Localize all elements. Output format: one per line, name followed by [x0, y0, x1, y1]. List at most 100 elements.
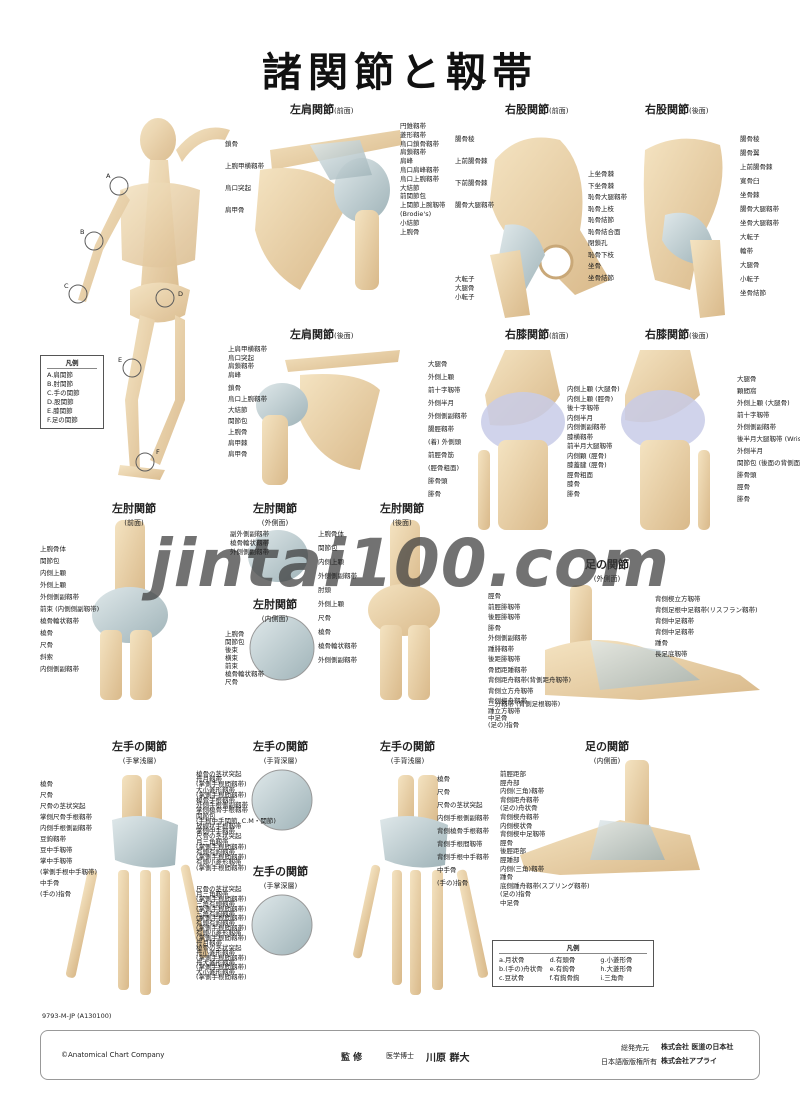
anatomy-label: 内側手根側副靱帯 — [437, 814, 489, 822]
anatomy-label: 内側上顆 — [318, 558, 344, 566]
anatomy-label: 前脛骨筋 — [428, 451, 454, 459]
anatomy-label: 小転子 — [455, 293, 475, 301]
anatomy-label: 小結節 — [400, 218, 420, 227]
anatomy-label: 舟大菱形靱帯 — [196, 958, 235, 967]
anatomy-label: 腸骨稜 — [455, 135, 475, 143]
anatomy-label: 底側踵舟靱帯(スプリング靱帯) — [500, 881, 590, 890]
anatomy-label: 踵骨 — [500, 873, 513, 882]
joint-legend-item: C.手の関節 — [47, 389, 80, 397]
anatomy-label: 外側上顆 — [40, 581, 66, 589]
anatomy-label: 有頭小菱形靱帯 — [196, 858, 242, 867]
anatomy-label: 橈骨輪状靱帯 — [318, 642, 357, 650]
anatomy-label: (掌側手根間靱帯) — [196, 924, 247, 933]
carpal-legend-item: f.有鉤骨鉤 — [549, 974, 580, 982]
anatomy-label: 二分靱帯 (背側足根靱帯) — [488, 700, 561, 708]
anatomy-label: (掌側手根間靱帯) — [196, 894, 247, 903]
hand-dorsal-art — [353, 775, 489, 995]
supervisor-name: 川原 群大 — [426, 1053, 470, 1064]
anatomy-label: 上前腸骨棘 — [740, 163, 773, 171]
carpal-legend: 凡例 a.月状骨 d.有頭骨 g.小菱形骨 b.(手の)舟状骨 e.有鉤骨 h.… — [492, 940, 654, 987]
anatomy-label: 中足骨 — [488, 714, 508, 722]
title-foot-lateral: 足の関節(外側面) — [585, 558, 629, 583]
title-elbow-medial: 左肘関節(内側面) — [253, 598, 297, 623]
anatomy-label: 背側手根中手靱帯 — [437, 853, 489, 861]
anatomy-label: 内側上顆 — [40, 569, 66, 577]
anatomy-label: 関節包 — [225, 638, 245, 646]
carpal-legend-item: a.月状骨 — [499, 956, 525, 964]
anatomy-label: 外側上顆 — [428, 373, 454, 381]
hip-front-art — [490, 137, 610, 318]
anatomy-label: 上関節上腕靱帯 — [400, 201, 446, 210]
anatomy-label: 肩甲棘 — [228, 439, 248, 447]
anatomy-label: 内側上顆 (脛骨) — [567, 394, 614, 403]
anatomy-label: 背側楔舟靱帯 — [488, 697, 527, 705]
foot-lateral-art — [545, 585, 760, 700]
anatomy-label: 放線状手根靱帯 — [196, 822, 242, 830]
anatomy-label: 尺骨の茎状突起 — [437, 801, 483, 809]
marker-d: D — [178, 290, 184, 298]
carpal-legend-item: b.(手の)舟状骨 — [499, 965, 543, 973]
rights-holder: 株式会社アプライ — [661, 1057, 717, 1065]
anatomy-label: 後脛距部 — [500, 847, 526, 856]
anatomy-label: 恥骨下枝 — [588, 250, 614, 259]
anatomy-label: 舟月靱帯 — [196, 775, 222, 784]
skeleton-figure — [68, 118, 230, 480]
anatomy-label: 関節包 (後面の背側面) — [737, 459, 800, 467]
anatomy-label: 鎖骨 — [228, 384, 241, 392]
anatomy-label: 橈骨 — [40, 780, 53, 788]
anatomy-label: 大腿骨 — [740, 261, 760, 269]
anatomy-label: 有頭小菱形靱帯 — [196, 929, 242, 938]
anatomy-label: 踵腓靱帯 — [488, 644, 514, 653]
anatomy-label: 有頭有鉤靱帯 — [196, 919, 235, 928]
anatomy-label: 橈骨輪状靱帯 — [40, 617, 79, 625]
title-hand-dorsal: 左手の関節(手背浅層) — [380, 740, 435, 765]
anatomy-label: 後脛腓靱帯 — [488, 613, 521, 621]
anatomy-label: 掌側中手靱帯 — [196, 827, 235, 836]
knee-front-art — [478, 350, 565, 530]
anatomy-label: 外側側副靱帯 — [318, 572, 357, 580]
anatomy-label: 有頭有鉤靱帯 — [196, 848, 235, 856]
rights-label: 日本語版版権所有 — [601, 1058, 657, 1066]
anatomy-label: 内側顆 (脛骨) — [567, 451, 607, 460]
anatomy-label: 烏口上腕靱帯 — [400, 174, 439, 183]
anatomy-label: 膝蓋腱 (脛骨) — [567, 461, 607, 469]
anatomy-label: 腓骨頭 — [428, 477, 448, 485]
anatomy-label: 膝骨 — [567, 480, 580, 488]
joint-legend-title: 凡例 — [47, 359, 97, 369]
carpal-legend-item: h.大菱形骨 — [600, 965, 633, 973]
anatomy-label: 膝横靱帯 — [567, 432, 593, 441]
anatomy-label: 上肩甲横靱帯 — [228, 345, 267, 353]
knee-back-art — [621, 350, 710, 530]
anatomy-label: (着) 外側頭 — [428, 438, 462, 446]
title-hip-front: 右股関節(前面) — [505, 103, 569, 116]
anatomy-label: 下前腸骨棘 — [455, 179, 488, 187]
anatomy-label: 尺骨 — [225, 678, 238, 686]
shoulder-back-art — [256, 350, 400, 485]
anatomy-label: 恥骨上枝 — [588, 204, 614, 213]
anatomy-label: 外側側副靱帯 — [737, 423, 776, 431]
carpal-legend-item: e.有鉤骨 — [549, 965, 576, 973]
anatomy-label: 月三角靱帯 — [196, 889, 229, 898]
anatomy-label: (掌側手根間靱帯) — [196, 904, 247, 913]
anatomy-label: 脛舟部 — [500, 778, 520, 787]
anatomy-label: 背側距舟靱帯(背側距舟靱帯) — [488, 676, 572, 684]
anatomy-label: 中手骨 — [40, 879, 60, 887]
anatomy-label: 烏口肩峰靱帯 — [400, 166, 439, 174]
copyright: ©Anatomical Chart Company — [61, 1051, 165, 1059]
anatomy-label: 橈骨 — [437, 775, 450, 783]
anatomy-label: 大転子 — [455, 275, 475, 283]
anatomy-label: 後十字靱帯 — [567, 404, 600, 412]
anatomy-label: 背側足根中足靱帯(リスフラン靱帯) — [655, 606, 758, 614]
anatomy-label: 恥骨結合面 — [588, 227, 621, 236]
anatomy-label: 寛骨臼 — [740, 177, 760, 185]
anatomy-label: 鎖骨 — [225, 140, 238, 148]
anatomy-label: 橈骨手根靱帯 — [196, 796, 235, 804]
anatomy-label: (掌側手根間靱帯) — [196, 780, 247, 789]
joint-legend: 凡例 A.肩関節 B.肘関節 C.手の関節 D.股関節 E.膝関節 F.足の関節 — [40, 355, 104, 429]
anatomy-label: 尺骨の茎状突起 — [196, 885, 242, 893]
anatomy-label: 肩峰 — [400, 157, 413, 166]
anatomy-label: 橈骨 — [318, 628, 331, 636]
anatomy-label: 脛骨 — [488, 592, 501, 600]
anatomy-label: 背側立方舟靱帯 — [488, 686, 534, 695]
anatomy-label: 三角有頭靱帯 — [196, 899, 235, 908]
